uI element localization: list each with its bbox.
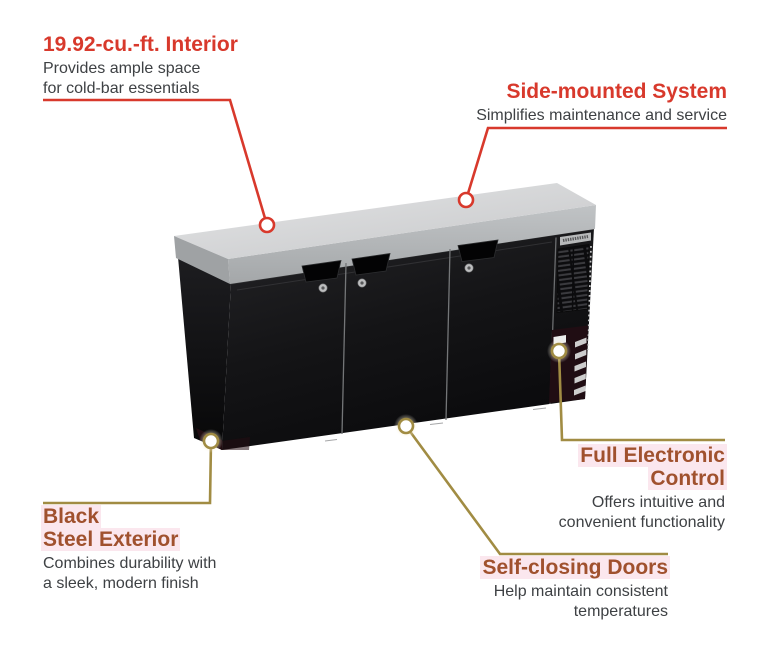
door-stop-mark — [429, 422, 444, 425]
callout-point-exterior — [202, 432, 220, 450]
callout-side-system-title: Side-mounted System — [506, 80, 727, 103]
cabinet-left-face — [178, 257, 231, 450]
side-louver — [575, 349, 587, 360]
door-stop-mark — [324, 439, 338, 442]
countertop-left-cap — [174, 236, 230, 284]
door-gap-2 — [445, 248, 451, 421]
side-louver — [574, 373, 586, 384]
door-gap-1 — [341, 262, 347, 435]
callout-side-system: Side-mounted System Simplifies maintenan… — [476, 80, 727, 126]
callout-points — [199, 191, 571, 453]
callout-side-system-desc: Simplifies maintenance and service — [476, 107, 727, 124]
callout-doors: Self-closing Doors Help maintain consist… — [480, 556, 670, 622]
callout-exterior: Black Steel Exterior Combines durability… — [41, 505, 217, 594]
door-lock-3 — [464, 263, 474, 273]
callout-line-side-system — [464, 126, 727, 201]
corner-reflection — [221, 437, 250, 450]
cabinet-front-face — [222, 228, 594, 450]
countertop-top-face — [174, 183, 596, 259]
callout-doors-desc: Help maintain consistent temperatures — [493, 583, 668, 620]
cabinet-body — [178, 228, 595, 450]
brand-label-text-marks — [562, 235, 589, 242]
callout-interior: 19.92-cu.-ft. Interior Provides ample sp… — [43, 33, 238, 99]
callout-point-doors — [397, 417, 415, 435]
side-louver — [575, 337, 587, 348]
side-louver — [574, 385, 586, 396]
callout-line-electronic — [557, 350, 725, 442]
callout-interior-title: 19.92-cu.-ft. Interior — [43, 33, 238, 56]
vent-grille-divider — [571, 246, 575, 311]
side-louver — [574, 361, 586, 372]
callout-exterior-title: Black Steel Exterior — [41, 505, 181, 551]
callout-electronic-desc: Offers intuitive and convenient function… — [558, 494, 725, 531]
door-handle-3 — [457, 239, 499, 262]
callout-electronic: Full Electronic Control Offers intuitive… — [558, 444, 727, 533]
callout-point-side-system — [457, 191, 475, 209]
callout-point-electronic — [550, 342, 568, 360]
callout-lines — [43, 98, 727, 556]
door-handle-1 — [301, 260, 342, 283]
callout-electronic-title: Full Electronic Control — [578, 444, 727, 490]
callout-doors-title: Self-closing Doors — [480, 556, 670, 579]
callout-line-doors — [404, 425, 668, 556]
callout-point-interior — [258, 216, 276, 234]
callout-line-interior — [43, 98, 269, 226]
callout-exterior-desc: Combines durability with a sleek, modern… — [43, 555, 217, 592]
callout-line-exterior — [43, 440, 213, 505]
door-handle-2 — [351, 253, 391, 276]
door-top-seam — [236, 241, 553, 291]
door-stop-mark — [532, 407, 547, 410]
door-lock-1 — [318, 283, 328, 293]
callout-interior-desc: Provides ample space for cold-bar essent… — [43, 60, 201, 97]
door-lock-2 — [357, 278, 367, 288]
